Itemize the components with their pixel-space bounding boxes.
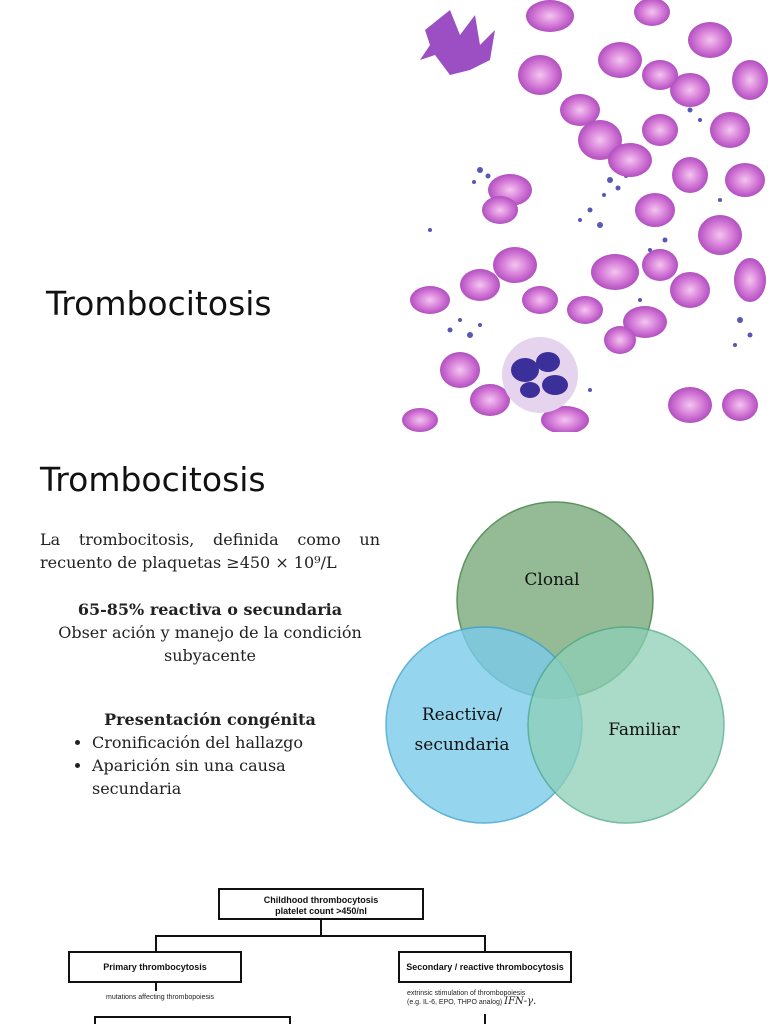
connector — [155, 935, 485, 937]
venn-diagram: Clonal Reactiva/ secundaria Familiar — [385, 501, 725, 824]
reactive-note: Obser ación y manejo de la condición sub… — [58, 623, 362, 665]
congenital-list: Cronificación del hallazgo Aparición sin… — [40, 731, 380, 800]
secondary-note-line2: (e.g. IL-6, EPO, THPO analog) — [407, 999, 503, 1006]
definition-text: La trombocitosis, definida como un recue… — [40, 530, 380, 572]
secondary-note-extra: IFN-γ. — [504, 996, 537, 1007]
secondary-note-line1: extrinsic stimulation of thrombopoiesis — [407, 990, 526, 997]
list-item: Aparición sin una causa secundaria — [92, 754, 380, 800]
venn-label-reactive-2: secundaria — [415, 735, 510, 755]
venn-label-familial: Familiar — [608, 720, 680, 740]
connector — [484, 1014, 486, 1024]
list-item: Cronificación del hallazgo — [92, 731, 380, 754]
root-box: Childhood thrombocytosis platelet count … — [218, 888, 424, 920]
connector — [94, 1016, 290, 1018]
slide-title: Trombocitosis — [40, 460, 266, 499]
venn-circle-familial — [527, 626, 725, 824]
title-slide: Trombocitosis — [0, 0, 768, 432]
venn-label-reactive-1: Reactiva/ — [422, 705, 503, 725]
connector — [155, 935, 157, 951]
congenital-block: Presentación congénita Cronificación del… — [40, 708, 380, 800]
slide-title: Trombocitosis — [46, 284, 272, 323]
connector — [289, 1016, 291, 1024]
connector — [484, 935, 486, 951]
venn-label-clonal: Clonal — [524, 570, 579, 590]
definition-slide: Trombocitosis La trombocitosis, definida… — [0, 440, 768, 864]
connector — [94, 1016, 96, 1024]
primary-note: mutations affecting thrombopoiesis — [106, 994, 215, 1001]
flowchart-slide: Childhood thrombocytosis platelet count … — [0, 872, 768, 1024]
secondary-box: Secondary / reactive thrombocytosis — [398, 951, 572, 983]
root-line2: platelet count >450/nl — [275, 906, 367, 916]
blood-smear-image — [390, 0, 768, 432]
connector — [155, 983, 157, 991]
reactive-stat-block: 65-85% reactiva o secundaria Obser ación… — [40, 598, 380, 667]
congenital-heading: Presentación congénita — [104, 710, 316, 729]
secondary-note: extrinsic stimulation of thrombopoiesis … — [407, 990, 536, 1007]
primary-box: Primary thrombocytosis — [68, 951, 242, 983]
connector — [320, 920, 322, 936]
reactive-stat: 65-85% reactiva o secundaria — [77, 600, 343, 619]
root-line1: Childhood thrombocytosis — [263, 895, 379, 905]
